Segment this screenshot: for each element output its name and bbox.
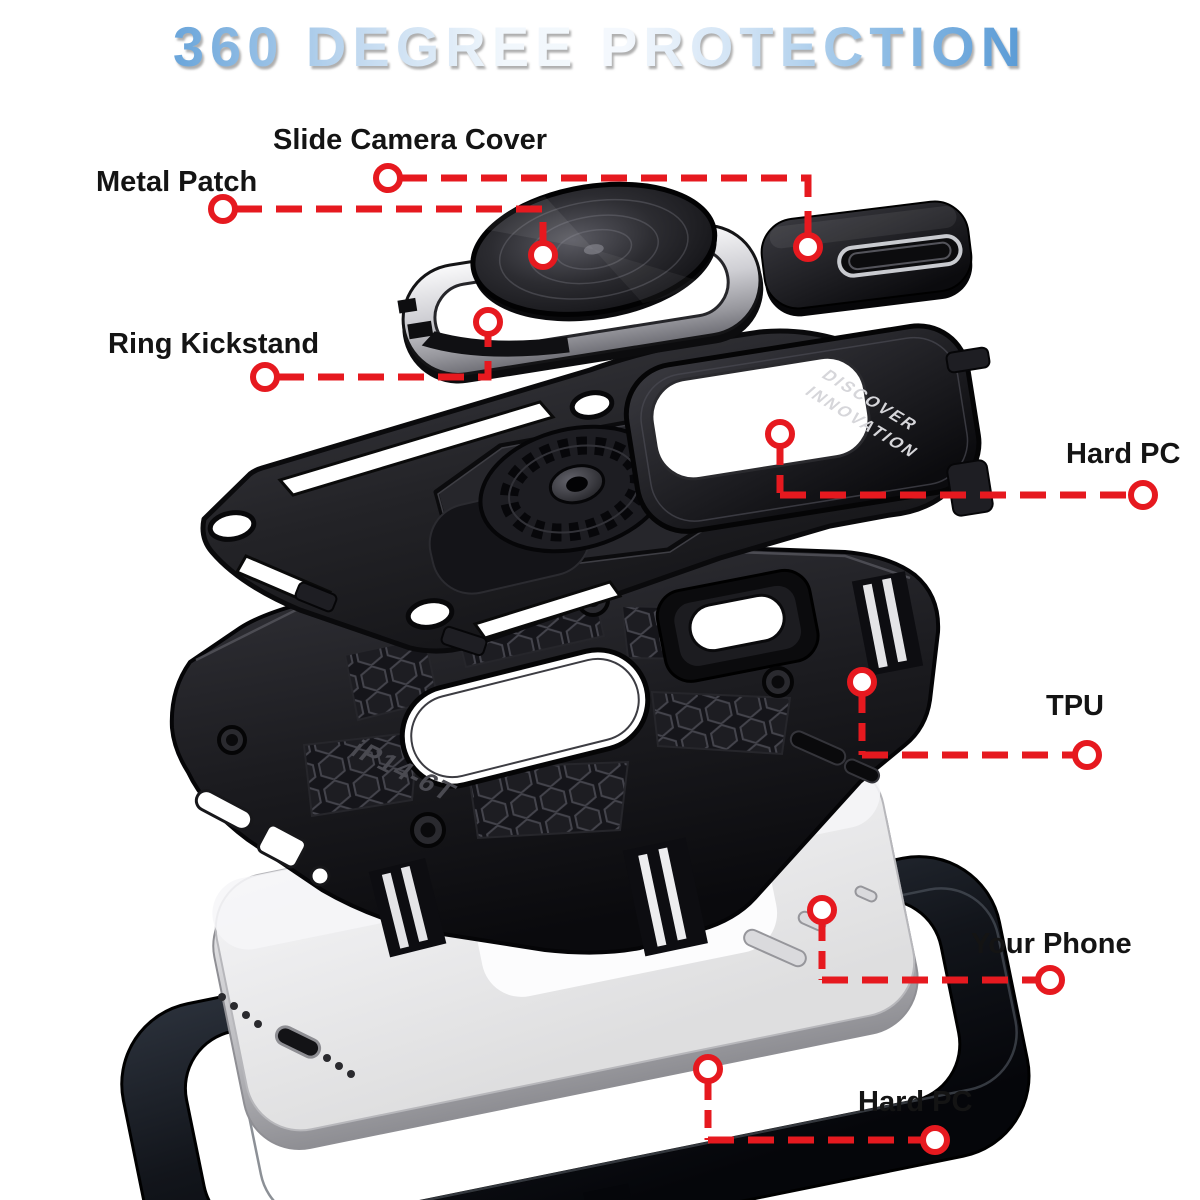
plate-slot-cutouts <box>234 400 623 640</box>
leader-metal-patch <box>208 194 558 270</box>
tpu-camera-cutout <box>655 568 820 683</box>
label-metal-patch: Metal Patch <box>96 166 258 198</box>
charging-port <box>274 1025 322 1059</box>
leader-hard-pc-bottom <box>693 1054 950 1155</box>
leader-hard-pc-top <box>765 419 1158 510</box>
metal-patch-disc <box>470 181 718 322</box>
label-ring-kickstand: Ring Kickstand <box>108 328 320 360</box>
tpu-corner-rails <box>368 571 924 958</box>
hard-pc-backplate: DISCOVER INNOVATION <box>200 323 994 657</box>
tpu-port-cutouts <box>194 789 331 887</box>
label-tpu: TPU <box>1046 690 1104 722</box>
label-slide-camera-cover: Slide Camera Cover <box>273 124 548 156</box>
label-your-phone: Your Phone <box>971 928 1132 960</box>
page-title: 360 DEGREE PROTECTION <box>0 14 1200 79</box>
tpu-side-buttons <box>789 730 881 784</box>
plate-side-tabs <box>294 346 994 657</box>
label-hard-pc-bottom: Hard PC <box>858 1086 973 1118</box>
plate-camera-frame <box>623 323 982 534</box>
phone-bottom-ports <box>218 993 355 1078</box>
leader-your-phone <box>807 895 1065 995</box>
leader-slide-camera-cover <box>373 163 823 262</box>
label-hard-pc-top: Hard PC <box>1066 438 1181 470</box>
callout-leaders <box>208 163 1158 1155</box>
ring-kickstand-part <box>397 181 764 384</box>
cover-slide-groove <box>837 234 963 278</box>
leader-tpu <box>847 667 1102 770</box>
leader-ring-kickstand <box>250 307 503 392</box>
tpu-center-cutout <box>399 647 651 789</box>
slide-camera-cover-part <box>760 200 973 317</box>
